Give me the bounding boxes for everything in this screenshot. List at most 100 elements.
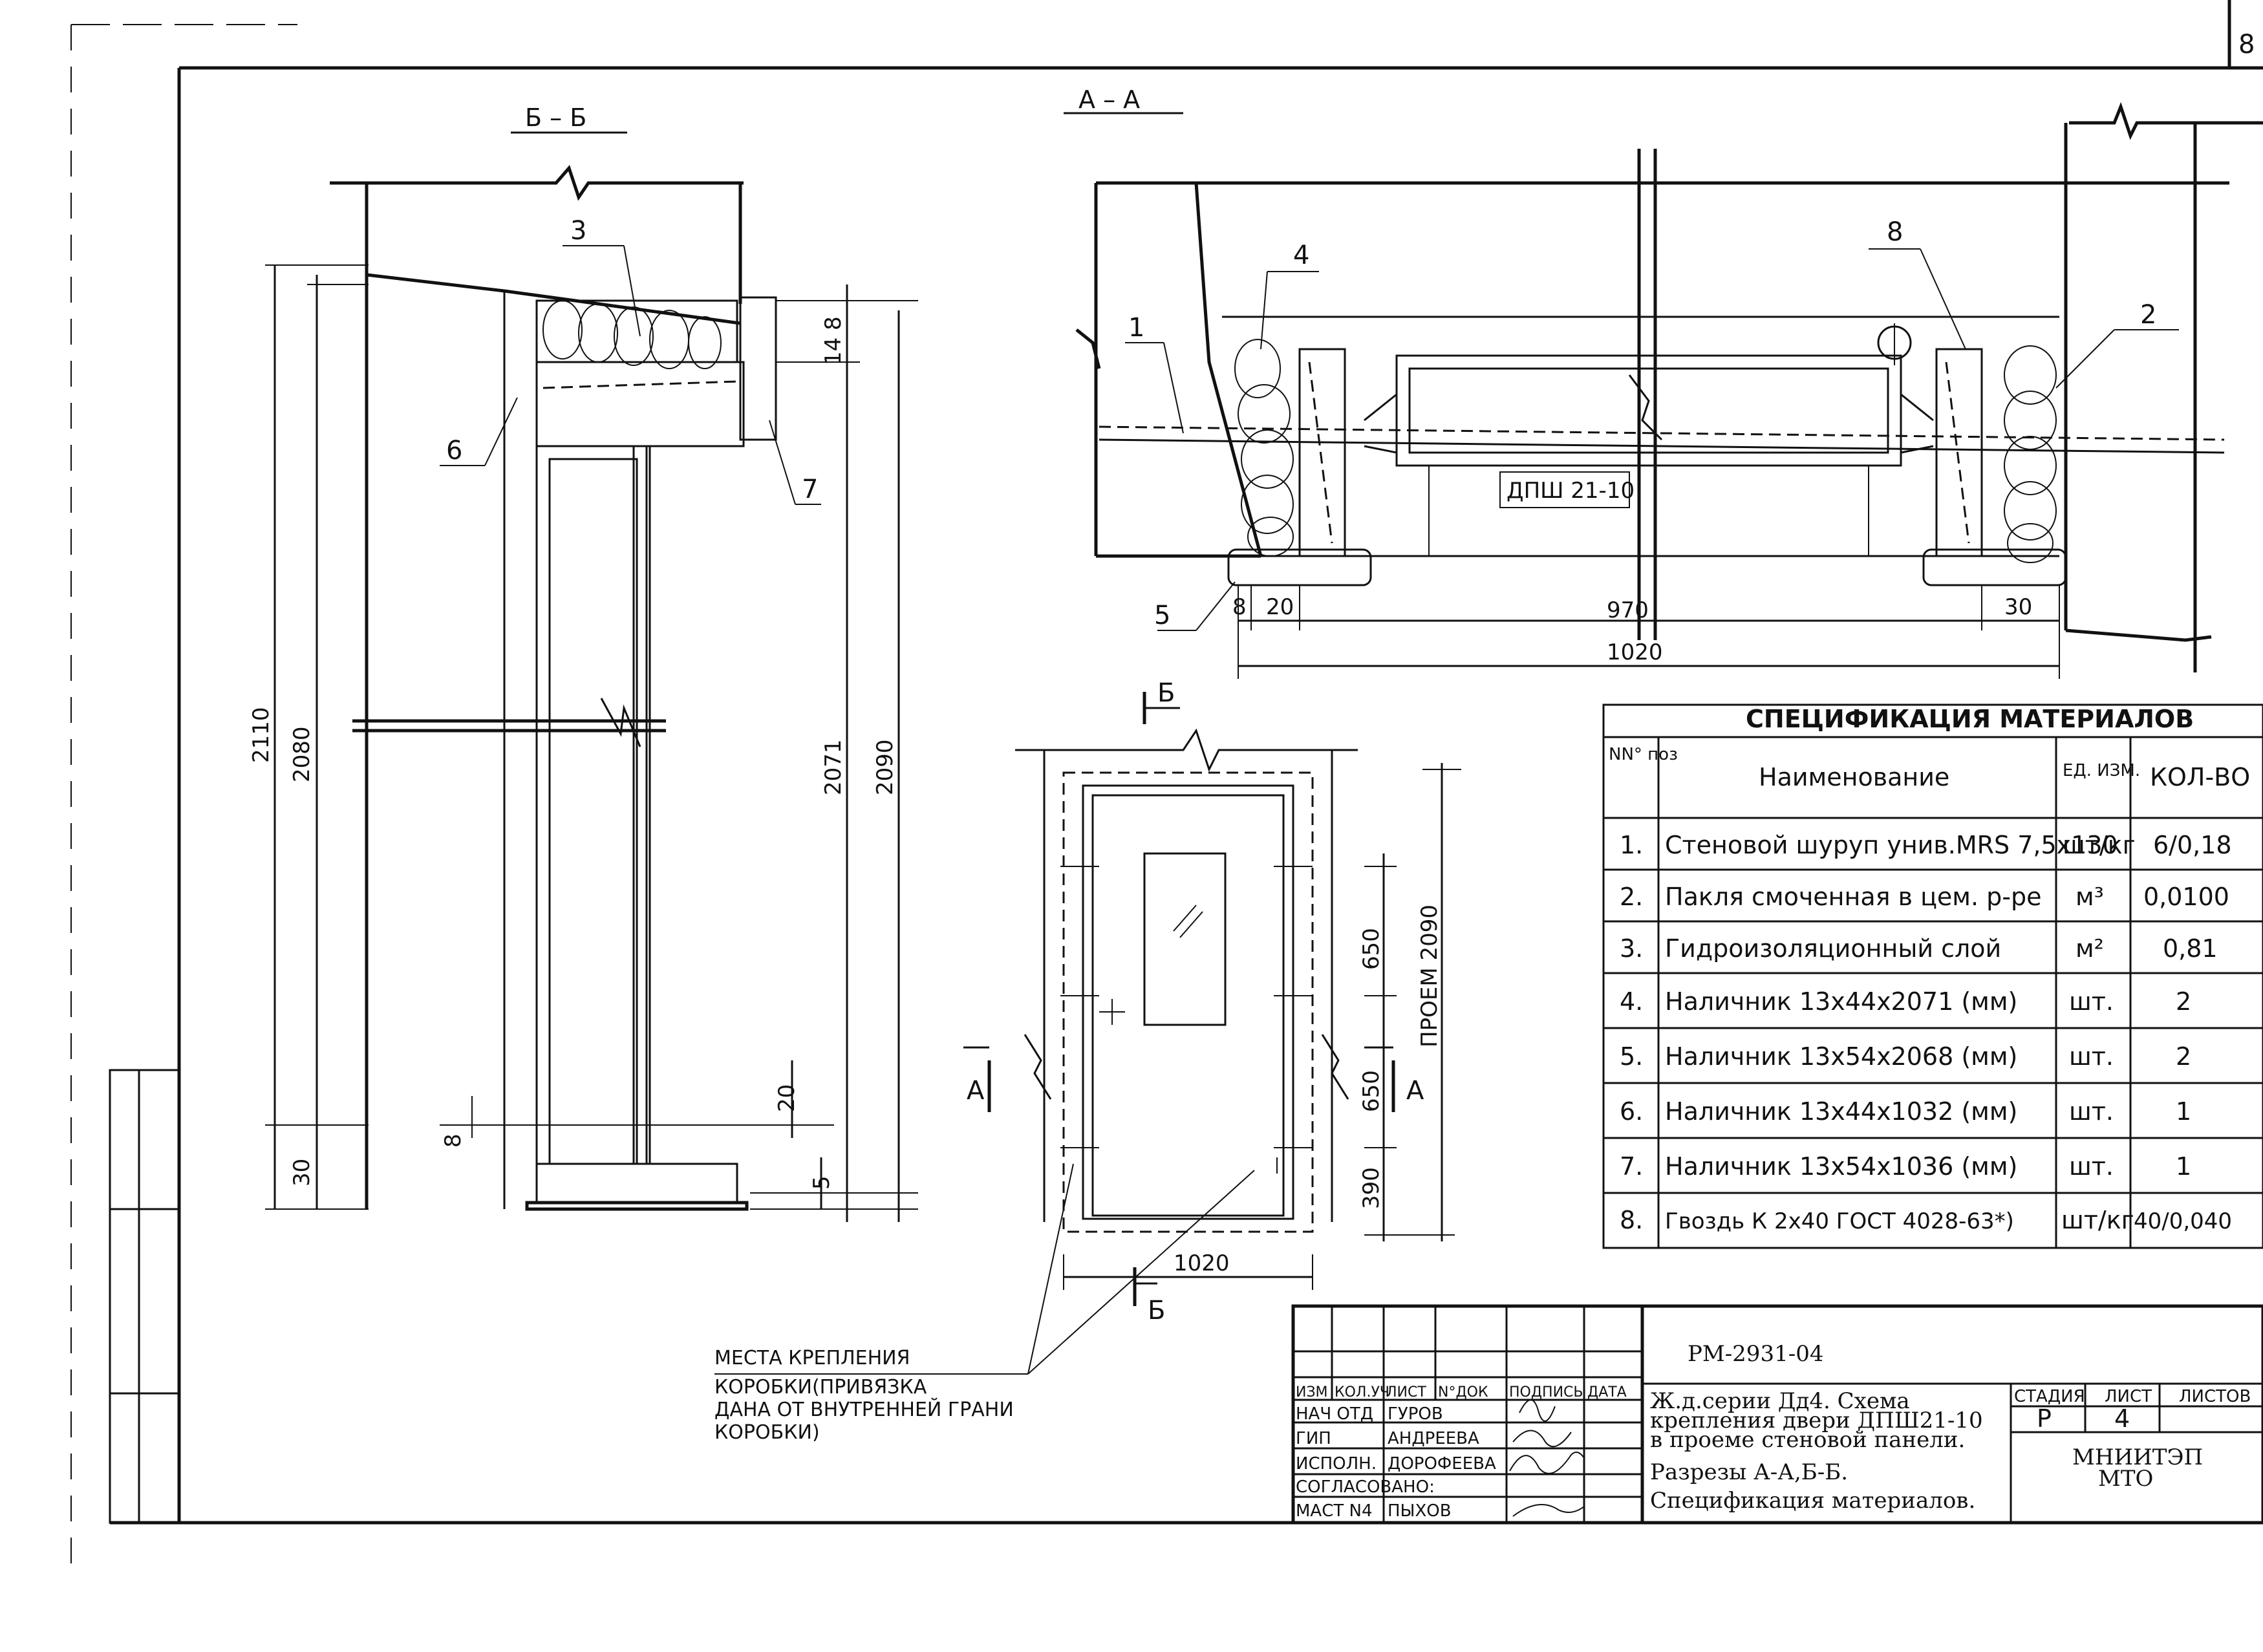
spec-row-1-pos: 1. <box>1620 831 1643 859</box>
spec-row-1-unit: шт/кг <box>2063 831 2136 859</box>
stamp-org-1: МНИИТЭП <box>2072 1444 2203 1470</box>
spec-row-6-qty: 1 <box>2176 1097 2191 1126</box>
spec-row-4-name: Наличник 13x44x2071 (мм) <box>1665 987 2017 1016</box>
callout-7: 7 <box>802 475 818 504</box>
spec-header-name: Наименование <box>1759 763 1949 791</box>
section-mark-b-bottom: Б <box>1148 1296 1165 1325</box>
spec-row-2-qty: 0,0100 <box>2143 883 2229 911</box>
stamp-title-line-4: Разрезы А-А,Б-Б. <box>1650 1459 1848 1485</box>
spec-header-unit: ЕД. ИЗМ. <box>2063 761 2140 780</box>
stamp-sheet-label: ЛИСТ <box>2105 1387 2152 1406</box>
spec-row-2-unit: м³ <box>2075 883 2104 911</box>
dim-el-390: 390 <box>1358 1167 1384 1209</box>
dim-bb-2090: 2090 <box>872 739 898 795</box>
dim-el-650-upper: 650 <box>1358 928 1384 970</box>
dim-aa-970: 970 <box>1607 597 1649 623</box>
callout-5: 5 <box>1154 601 1170 630</box>
spec-row-1-qty: 6/0,18 <box>2153 831 2232 859</box>
stamp-role-5: МАСТ N4 <box>1296 1501 1373 1521</box>
spec-row-6-unit: шт. <box>2069 1097 2114 1126</box>
dim-bb-14-8: 14 8 <box>820 316 846 365</box>
dim-el-opening-2090: ПРОЕМ 2090 <box>1417 905 1443 1047</box>
section-aa-title: А – А <box>1078 85 1140 114</box>
spec-title: СПЕЦИФИКАЦИЯ МАТЕРИАЛОВ <box>1746 705 2194 733</box>
spec-row-5-name: Наличник 13x54x2068 (мм) <box>1665 1042 2017 1071</box>
spec-row-7-qty: 1 <box>2176 1152 2191 1181</box>
dim-bb-8: 8 <box>440 1133 466 1148</box>
dim-bb-2080: 2080 <box>289 726 315 782</box>
section-mark-b-top: Б <box>1157 678 1175 708</box>
dim-aa-30: 30 <box>2004 594 2032 620</box>
spec-row-6-name: Наличник 13x44x1032 (мм) <box>1665 1097 2017 1126</box>
aa-insulation-right <box>2004 345 2057 563</box>
spec-row-8-name: Гвоздь К 2x40 ГОСТ 4028-63*) <box>1665 1208 2014 1234</box>
stamp-stage-value: Р <box>2037 1404 2052 1433</box>
spec-row-8-pos: 8. <box>1620 1206 1643 1234</box>
stamp-header-data: ДАТА <box>1587 1384 1627 1400</box>
stamp-header-podp: ПОДПИСЬ <box>1509 1384 1583 1400</box>
spec-row-3-pos: 3. <box>1620 934 1643 963</box>
spec-row-3-name: Гидроизоляционный слой <box>1665 934 2001 963</box>
spec-row-5-pos: 5. <box>1620 1042 1643 1071</box>
stamp-role-1: НАЧ ОТД <box>1296 1404 1373 1424</box>
stamp-header-list: ЛИСТ <box>1386 1384 1426 1400</box>
spec-row-6-pos: 6. <box>1620 1097 1643 1126</box>
stamp-role-4: СОГЛАСОВАНО: <box>1296 1477 1435 1497</box>
stamp-header-kol: КОЛ.УЧ <box>1335 1384 1389 1400</box>
callout-8: 8 <box>1887 217 1903 247</box>
dim-bb-2110: 2110 <box>248 707 274 763</box>
callout-4: 4 <box>1293 241 1309 270</box>
bb-insulation <box>542 300 722 369</box>
stamp-org-2: МТО <box>2098 1466 2153 1492</box>
spec-row-5-qty: 2 <box>2176 1042 2191 1071</box>
stamp-name-3: ДОРОФЕЕВА <box>1388 1454 1496 1474</box>
section-mark-a-left: А <box>967 1076 985 1106</box>
stamp-title-line-3: в проеме стеновой панели. <box>1650 1427 1965 1453</box>
spec-row-7-unit: шт. <box>2069 1152 2114 1181</box>
stamp-role-3: ИСПОЛН. <box>1296 1454 1377 1474</box>
stamp-code: РМ-2931-04 <box>1688 1341 1823 1367</box>
fastening-note: МЕСТА КРЕПЛЕНИЯ КОРОБКИ(ПРИВЯЗКА ДАНА ОТ… <box>714 1347 1028 1444</box>
spec-row-2-pos: 2. <box>1620 883 1643 911</box>
spec-row-8-unit: шт/кг <box>2061 1206 2134 1234</box>
callout-3: 3 <box>570 216 586 246</box>
dim-aa-8: 8 <box>1232 594 1247 620</box>
sheet-frame: 8 <box>70 0 2263 1565</box>
dim-bb-30: 30 <box>289 1159 315 1186</box>
spec-header-pos: NN° поз <box>1609 745 1678 764</box>
dim-bb-5: 5 <box>809 1175 835 1190</box>
spec-row-5-unit: шт. <box>2069 1042 2114 1071</box>
door-elevation: Б А А <box>963 678 1461 1375</box>
note-line-4: КОРОБКИ) <box>714 1421 820 1444</box>
stamp-title-line-5: Спецификация материалов. <box>1650 1488 1975 1514</box>
dim-el-1020: 1020 <box>1174 1250 1230 1276</box>
stamp-title-line-1: Ж.д.серии Дд4. Схема <box>1650 1388 1910 1414</box>
dim-aa-1020: 1020 <box>1607 639 1663 665</box>
spec-row-3-qty: 0,81 <box>2163 934 2218 963</box>
dim-bb-20: 20 <box>774 1084 800 1112</box>
stamp-stage-label: СТАДИЯ <box>2014 1387 2085 1406</box>
stamp-name-1: ГУРОВ <box>1388 1404 1443 1424</box>
section-mark-a-right: А <box>1406 1076 1424 1106</box>
specification-table: СПЕЦИФИКАЦИЯ МАТЕРИАЛОВ NN° поз Наименов… <box>1602 703 2263 1249</box>
signatures <box>1509 1399 1585 1517</box>
dim-bb-2071: 2071 <box>820 739 846 795</box>
section-bb-title: Б – Б <box>525 103 586 132</box>
dim-aa-20: 20 <box>1266 594 1294 620</box>
section-aa: А – А <box>1064 85 2263 679</box>
stamp-name-2: АНДРЕЕВА <box>1388 1429 1479 1448</box>
spec-row-7-name: Наличник 13x54x1036 (мм) <box>1665 1152 2017 1181</box>
stamp-role-2: ГИП <box>1296 1429 1331 1448</box>
spec-row-4-qty: 2 <box>2176 987 2191 1016</box>
spec-row-3-unit: м² <box>2075 934 2104 963</box>
spec-row-1-name: Стеновой шуруп унив.MRS 7,5x130 <box>1665 831 2118 859</box>
aa-door-label: ДПШ 21-10 <box>1507 478 1635 504</box>
spec-row-2-name: Пакля смоченная в цем. р-ре <box>1665 883 2041 911</box>
callout-2: 2 <box>2140 300 2156 330</box>
stamp-header-ndok: N°ДОК <box>1438 1384 1488 1400</box>
callout-6: 6 <box>446 436 462 466</box>
stamp-sheet-value: 4 <box>2114 1404 2130 1433</box>
spec-row-4-pos: 4. <box>1620 987 1643 1016</box>
dim-el-650-lower: 650 <box>1358 1070 1384 1112</box>
